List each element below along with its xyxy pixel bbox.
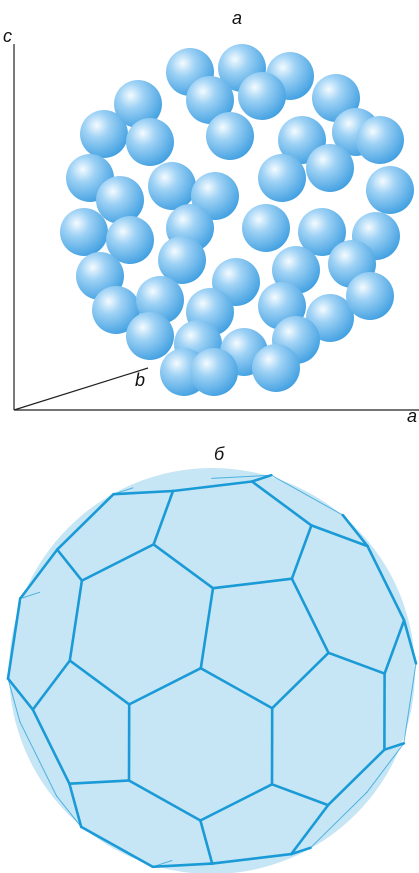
polyhedron-body bbox=[9, 468, 415, 873]
back-edge bbox=[19, 591, 41, 600]
back-edge bbox=[211, 474, 272, 479]
back-edge bbox=[56, 795, 82, 828]
carbon-atom bbox=[126, 312, 174, 360]
front-edge bbox=[270, 651, 330, 710]
carbon-atom bbox=[306, 144, 354, 192]
carbon-atom bbox=[306, 294, 354, 342]
axis-b-label: b bbox=[135, 370, 146, 390]
front-edge bbox=[250, 473, 273, 483]
carbon-atom bbox=[148, 162, 196, 210]
front-edge bbox=[402, 619, 418, 665]
front-edge bbox=[152, 489, 175, 546]
front-edge bbox=[383, 742, 406, 752]
axis-a-label: a bbox=[407, 406, 418, 426]
panel-b-polyhedron bbox=[6, 468, 418, 873]
front-edge bbox=[6, 597, 22, 680]
carbon-atom bbox=[356, 116, 404, 164]
front-edge bbox=[112, 489, 175, 496]
front-edge bbox=[210, 852, 293, 865]
back-edge bbox=[7, 678, 21, 723]
back-edge bbox=[19, 721, 57, 797]
carbon-atom bbox=[96, 176, 144, 224]
panel-a-label: а bbox=[232, 8, 243, 28]
front-edge bbox=[68, 782, 83, 829]
truncated-icosahedron bbox=[6, 468, 418, 873]
front-edge bbox=[211, 577, 294, 590]
back-edge bbox=[366, 742, 405, 793]
back-edge bbox=[270, 474, 344, 516]
carbon-atom bbox=[252, 344, 300, 392]
axis-b bbox=[13, 367, 149, 411]
front-edge bbox=[199, 666, 274, 710]
carbon-atom bbox=[258, 154, 306, 202]
carbon-atom bbox=[298, 208, 346, 256]
front-edge bbox=[79, 825, 154, 869]
front-edge bbox=[31, 659, 72, 711]
carbon-atom bbox=[126, 118, 174, 166]
panel-a-diagram bbox=[13, 44, 419, 411]
carbon-atom bbox=[346, 272, 394, 320]
carbon-atom bbox=[136, 276, 184, 324]
front-edge bbox=[366, 544, 406, 622]
back-edge bbox=[403, 662, 417, 744]
carbon-atom bbox=[190, 348, 238, 396]
back-edge bbox=[310, 791, 368, 849]
axis-c-label: c bbox=[3, 26, 12, 46]
carbon-atom bbox=[92, 286, 140, 334]
carbon-atom bbox=[206, 112, 254, 160]
front-edge bbox=[327, 651, 386, 675]
carbon-atom bbox=[238, 72, 286, 120]
front-edge bbox=[80, 543, 155, 582]
front-edge bbox=[289, 803, 330, 856]
carbon-atom bbox=[60, 208, 108, 256]
front-edge bbox=[68, 579, 84, 662]
front-edge bbox=[152, 543, 215, 590]
front-edge bbox=[289, 846, 312, 856]
front-edge bbox=[290, 577, 330, 655]
panel-b-label: б bbox=[214, 444, 225, 464]
front-edge bbox=[18, 548, 59, 600]
front-edge bbox=[383, 619, 406, 675]
carbon-atom bbox=[106, 216, 154, 264]
front-edge bbox=[290, 524, 313, 580]
axes bbox=[13, 44, 419, 411]
front-edge bbox=[55, 548, 84, 582]
front-edge bbox=[68, 779, 131, 786]
carbon-atom bbox=[272, 246, 320, 294]
front-edge bbox=[68, 659, 131, 706]
front-edge bbox=[199, 819, 214, 865]
front-edge bbox=[31, 708, 71, 786]
front-edge bbox=[341, 513, 369, 548]
carbon-atoms bbox=[60, 44, 414, 396]
carbon-atom bbox=[80, 110, 128, 158]
front-edge bbox=[6, 677, 35, 711]
front-edge bbox=[270, 782, 330, 807]
carbon-atom bbox=[158, 236, 206, 284]
front-edge bbox=[127, 779, 202, 822]
front-edge bbox=[127, 666, 203, 706]
front-edge bbox=[326, 748, 386, 807]
carbon-atom bbox=[242, 204, 290, 252]
front-edge bbox=[250, 480, 313, 527]
front-edge bbox=[199, 782, 274, 822]
front-edge bbox=[199, 586, 215, 670]
front-edge bbox=[171, 480, 254, 493]
carbon-atom bbox=[186, 76, 234, 124]
carbon-atom bbox=[114, 80, 162, 128]
carbon-atom bbox=[366, 166, 414, 214]
front-edge bbox=[151, 862, 214, 869]
front-edge bbox=[55, 492, 115, 551]
front-edge bbox=[310, 524, 369, 548]
